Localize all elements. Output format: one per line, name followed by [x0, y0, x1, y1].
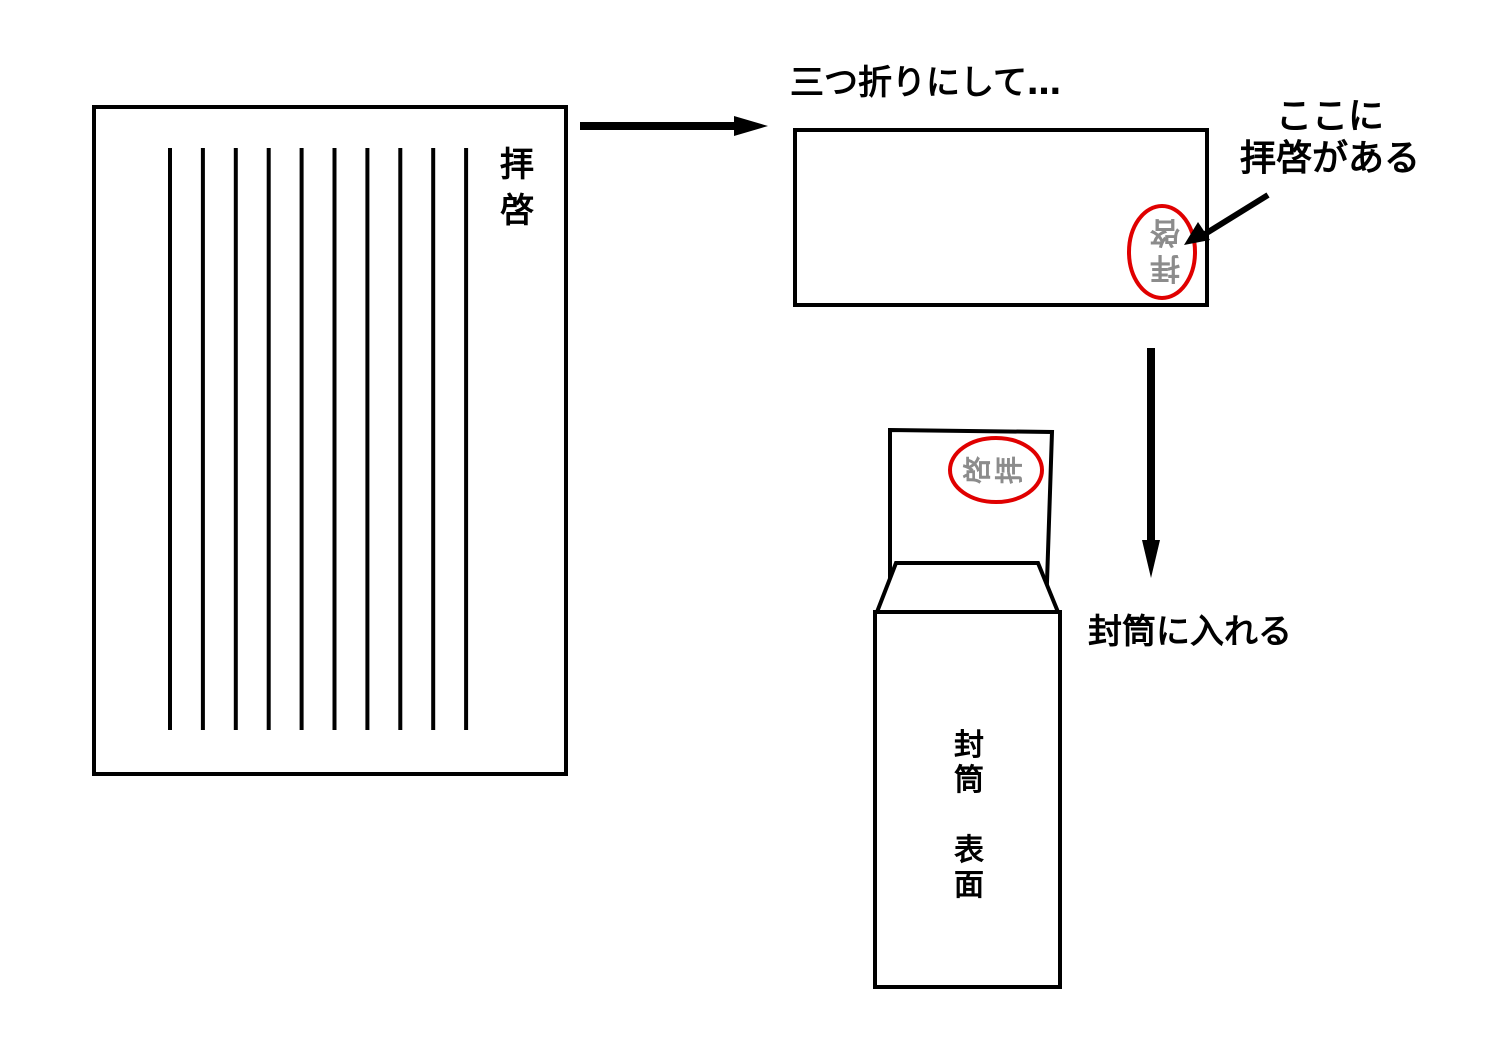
envelope-label-char-4: 面 — [954, 868, 984, 903]
letter-sheet-border — [92, 105, 568, 776]
envelope-label-char-3: 表 — [954, 833, 984, 868]
folded-salutation-char-1: 拝 — [1150, 250, 1180, 285]
inserted-salutation-char-2: 啓 — [961, 456, 994, 484]
callout-line-2: 拝啓がある — [1240, 138, 1420, 179]
insert-step-caption: 封筒に入れる — [1088, 612, 1292, 652]
envelope-assembly: 拝 啓 封 筒 表 面 — [873, 427, 1062, 989]
envelope-opening — [874, 561, 1061, 614]
callout-arrow — [1184, 192, 1270, 245]
envelope-body — [873, 610, 1062, 989]
letter-sheet: 拝 啓 — [92, 105, 568, 776]
arrow-down — [1142, 348, 1160, 578]
letter-text-lines — [168, 148, 469, 730]
letter-salutation-char-2: 啓 — [500, 191, 534, 231]
callout-line-1: ここに — [1276, 96, 1384, 137]
folded-letter-salutation: 拝 啓 — [1150, 214, 1180, 285]
folded-salutation-char-2: 啓 — [1150, 214, 1180, 249]
folded-letter-border — [793, 128, 1209, 307]
envelope-label-char-2: 筒 — [954, 763, 984, 798]
arrow-right — [580, 116, 768, 136]
highlight-circle-folded — [1127, 204, 1197, 300]
highlight-circle-envelope — [948, 436, 1044, 504]
envelope-label-char-1: 封 — [954, 728, 984, 763]
fold-step-caption: 三つ折りにして… — [790, 63, 1061, 103]
inserted-salutation-char-1: 拝 — [993, 456, 1026, 484]
folded-letter: 拝 啓 — [793, 128, 1209, 307]
letter-salutation-char-1: 拝 — [500, 145, 534, 185]
inserted-letter-salutation: 拝 啓 — [961, 456, 1026, 484]
